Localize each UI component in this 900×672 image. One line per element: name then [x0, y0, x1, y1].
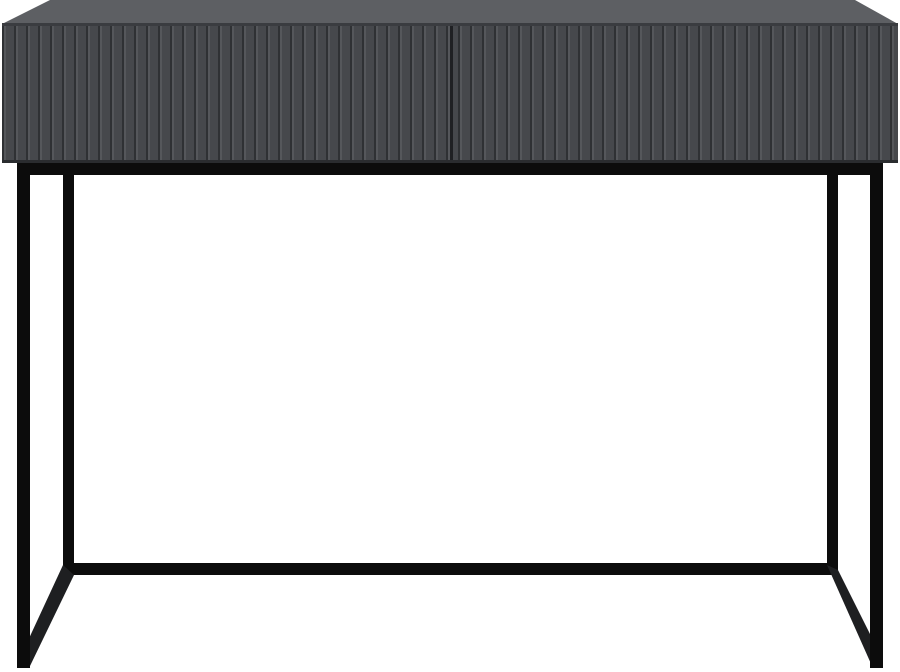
- drawer-left[interactable]: [2, 26, 451, 163]
- right-side-rail: [827, 565, 883, 666]
- body-bottom-edge: [2, 160, 898, 163]
- left-side-rail: [19, 565, 74, 666]
- back-right-leg: [827, 170, 838, 575]
- top-apron-rail: [17, 162, 883, 175]
- table-top-edge: [2, 23, 898, 26]
- front-right-leg: [870, 163, 883, 668]
- table-top-surface: [2, 0, 898, 24]
- drawer-divider: [450, 26, 453, 163]
- back-left-leg: [63, 170, 74, 575]
- drawer-right[interactable]: [453, 26, 898, 163]
- back-bottom-rail: [63, 563, 838, 575]
- front-left-leg: [17, 163, 30, 668]
- back-frame: [63, 170, 838, 575]
